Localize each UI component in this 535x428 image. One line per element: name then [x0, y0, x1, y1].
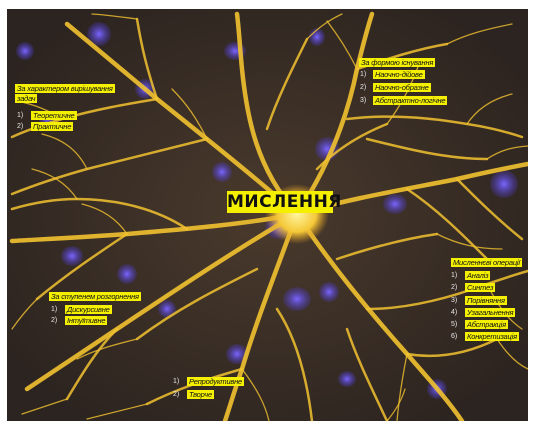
group-operations-item-3-number: 3) [451, 296, 457, 305]
group-operations-item-1-label: Аналіз [465, 271, 490, 280]
neuron-illustration [7, 9, 528, 421]
group-development-item-1-number: 1) [51, 305, 57, 314]
group-operations-item-2-number: 2) [451, 283, 457, 292]
group-creativity-item-2-label: Творче [187, 390, 214, 399]
group-creativity-item-1-number: 1) [173, 377, 179, 386]
group-operations-item-3-label: Порівняння [465, 296, 507, 305]
group-operations-item-2-label: Синтез [465, 283, 495, 292]
group-task-heading-line-2: задач [15, 94, 37, 103]
group-task-item-1-label: Теоретичне [31, 111, 77, 120]
group-creativity-item-2-number: 2) [173, 390, 179, 399]
group-form-item-2-number: 2) [360, 83, 366, 92]
group-task-heading-line-1: За характером вирішування [15, 84, 115, 93]
group-development-item-2-number: 2) [51, 316, 57, 325]
group-creativity-item-1-label: Репродуктивне [187, 377, 244, 386]
group-operations-item-4-label: Узагальнення [465, 308, 515, 317]
group-task-item-1-number: 1) [17, 111, 23, 120]
group-operations-item-6-label: Конкретизація [465, 332, 519, 341]
group-development-item-2-label: Інтуїтивне [65, 316, 107, 325]
group-operations-item-1-number: 1) [451, 271, 457, 280]
group-form-item-1-number: 1) [360, 70, 366, 79]
group-operations-item-5-label: Абстракція [465, 320, 508, 329]
group-task-item-2-label: Практичне [31, 122, 73, 131]
group-development-heading: За ступенем розгорнення [49, 292, 141, 301]
group-operations-heading: Мисленнєві операції [451, 258, 522, 267]
group-form-heading: За формою існування [359, 58, 435, 67]
group-task-item-2-number: 2) [17, 122, 23, 131]
neuron-image: МИСЛЕННЯ За характером вирішування задач… [7, 9, 528, 421]
group-operations-item-4-number: 4) [451, 308, 457, 317]
group-form-item-1-label: Наочно-дійове [373, 70, 425, 79]
group-form-item-3-number: 3) [360, 96, 366, 105]
group-form-item-2-label: Наочно-образне [373, 83, 431, 92]
group-operations-item-6-number: 6) [451, 332, 457, 341]
diagram-title: МИСЛЕННЯ [227, 191, 333, 213]
group-operations-item-5-number: 5) [451, 320, 457, 329]
group-development-item-1-label: Дискурсивне [65, 305, 112, 314]
group-form-item-3-label: Абстрактно-логічне [373, 96, 447, 105]
